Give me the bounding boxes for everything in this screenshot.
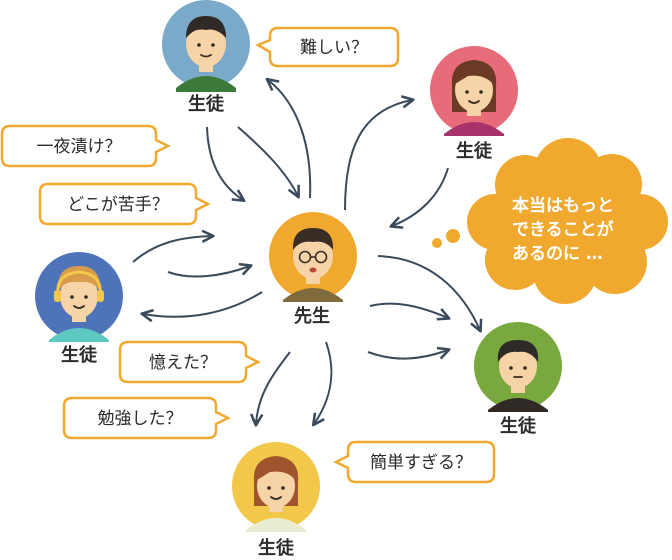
student-top: 生徒 (162, 0, 250, 115)
bubble-weak-point-text: どこが苦手？ (67, 195, 169, 215)
thought-cloud-text: 本当はもっと できることが あるのに … (512, 195, 614, 264)
arrow-teacher-to-right-bottom-1 (377, 255, 483, 333)
arrow-teacher-to-top (265, 77, 312, 199)
thought-line-1: 本当はもっと (512, 195, 614, 216)
arrows (132, 77, 483, 427)
student-right-top: 生徒 (430, 46, 518, 162)
teacher: 先生 (269, 212, 357, 327)
student-left-label: 生徒 (61, 344, 98, 366)
arrow-teacher-to-right-bottom-3 (367, 346, 451, 360)
bubble-difficult: 難しい？ (255, 26, 400, 68)
student-right-bottom: 生徒 (474, 322, 562, 437)
thought-line-2: できることが (512, 219, 614, 240)
student-right-bottom-label: 生徒 (500, 415, 537, 437)
arrow-right-top-to-teacher (389, 167, 449, 229)
bubble-too-easy: 簡単すぎる？ (333, 440, 496, 484)
student-bottom-label: 生徒 (258, 537, 295, 559)
thought-cloud (432, 138, 668, 304)
arrow-teacher-to-bottom-1 (249, 351, 291, 427)
bubble-weak-point: どこが苦手？ (38, 182, 211, 226)
bubble-studied: 勉強した？ (62, 396, 231, 440)
bubble-remembered-text: 憶えた？ (149, 353, 217, 373)
bubble-too-easy-text: 簡単すぎる？ (370, 453, 472, 473)
arrow-top-to-teacher-1 (206, 126, 246, 203)
bubble-studied-text: 勉強した？ (98, 409, 183, 429)
teacher-label: 先生 (294, 305, 330, 327)
bubble-cramming: 一夜漬け？ (0, 124, 171, 168)
student-bottom: 生徒 (232, 442, 320, 559)
arrow-teacher-to-bottom-2 (311, 341, 333, 427)
arrow-left-to-teacher-2 (167, 262, 253, 278)
thought-line-3: あるのに … (512, 244, 603, 264)
arrow-left-to-teacher-1 (132, 229, 215, 263)
bubble-cramming-text: 一夜漬け？ (37, 137, 122, 157)
student-left: 生徒 (35, 252, 123, 366)
arrow-teacher-to-left (140, 291, 263, 323)
arrow-teacher-to-right-bottom-2 (369, 302, 451, 321)
student-right-top-label: 生徒 (456, 140, 493, 162)
student-top-label: 生徒 (188, 93, 225, 115)
arrow-teacher-to-right-top (344, 95, 415, 211)
arrow-top-to-teacher-2 (237, 126, 300, 199)
bubble-remembered: 憶えた？ (118, 340, 261, 384)
bubble-difficult-text: 難しい？ (300, 38, 368, 58)
